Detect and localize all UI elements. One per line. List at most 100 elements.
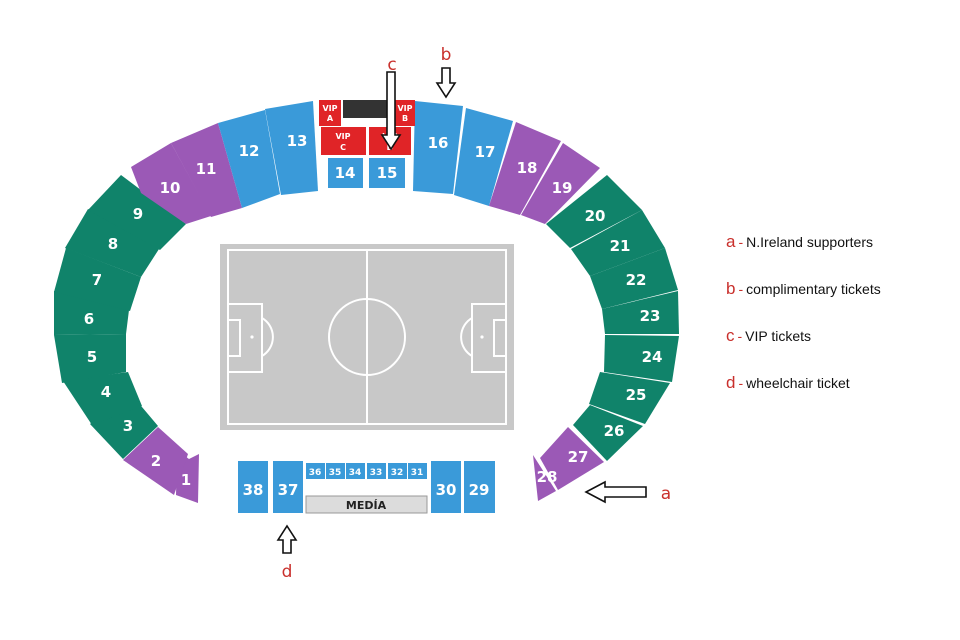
legend-item-d: d-wheelchair ticket: [726, 373, 946, 420]
legend-key: d: [726, 373, 736, 392]
section-30[interactable]: [431, 461, 461, 513]
section-27[interactable]: [540, 427, 604, 490]
section-29-label: 29: [469, 481, 490, 499]
section-31-label: 31: [411, 468, 424, 478]
section-13-label: 13: [287, 132, 308, 150]
vip-a-box[interactable]: [319, 100, 341, 126]
section-14-label: 14: [335, 164, 356, 182]
section-11[interactable]: [171, 123, 242, 217]
section-13[interactable]: [265, 101, 318, 195]
legend-text: VIP tickets: [745, 328, 812, 344]
media-area: MEDÍA: [305, 495, 428, 514]
section-6-label: 6: [84, 310, 94, 328]
section-6[interactable]: [54, 291, 129, 335]
legend-separator: -: [738, 281, 744, 297]
section-9[interactable]: [88, 175, 186, 250]
section-15-label: 15: [377, 164, 398, 182]
section-28-label: 28: [537, 468, 558, 486]
section-22-label: 22: [626, 271, 647, 289]
section-25[interactable]: [589, 372, 670, 424]
section-21[interactable]: [571, 210, 665, 276]
section-2-label: 2: [151, 452, 161, 470]
section-20-label: 20: [585, 207, 606, 225]
section-17[interactable]: [454, 108, 513, 206]
section-7-label: 7: [92, 271, 102, 289]
section-12[interactable]: [218, 110, 280, 208]
section-4[interactable]: [63, 372, 142, 425]
section-16[interactable]: [413, 101, 463, 194]
vip-a-line2: A: [327, 114, 334, 123]
arrow-up-icon-d: [276, 524, 298, 554]
legend-text: N.Ireland supporters: [746, 234, 873, 250]
section-19-label: 19: [552, 179, 573, 197]
section-21-label: 21: [610, 237, 631, 255]
section-34[interactable]: [346, 463, 365, 479]
section-22[interactable]: [590, 248, 678, 309]
section-38[interactable]: [238, 461, 268, 513]
legend-separator: -: [737, 328, 743, 344]
section-7[interactable]: [54, 248, 141, 311]
vip-b-line1: VIP: [397, 104, 412, 113]
section-5[interactable]: [54, 334, 126, 383]
legend-key: b: [726, 279, 736, 298]
section-10[interactable]: [131, 143, 211, 224]
arrow-left-icon-a: [584, 480, 647, 504]
section-38-label: 38: [243, 481, 264, 499]
section-37-label: 37: [278, 481, 299, 499]
section-14[interactable]: [328, 158, 363, 188]
section-8[interactable]: [65, 209, 159, 277]
section-3-label: 3: [123, 417, 133, 435]
legend-text: wheelchair ticket: [746, 375, 850, 391]
arrow-down-icon-c: [380, 71, 402, 151]
section-32[interactable]: [388, 463, 407, 479]
legend-item-c: c-VIP tickets: [726, 326, 946, 373]
section-36-label: 36: [309, 468, 322, 478]
marker-b: b: [441, 45, 452, 65]
section-24[interactable]: [604, 335, 679, 382]
section-23-label: 23: [640, 307, 661, 325]
section-1-label: 1: [181, 471, 191, 489]
vip-c-line1: VIP: [335, 132, 350, 141]
section-2[interactable]: [123, 427, 188, 495]
vip-c-box[interactable]: [321, 127, 366, 155]
legend-item-b: b-complimentary tickets: [726, 279, 946, 326]
section-9-label: 9: [133, 205, 143, 223]
section-36[interactable]: [306, 463, 325, 479]
section-20[interactable]: [546, 175, 642, 248]
section-31[interactable]: [408, 463, 427, 479]
section-25-label: 25: [626, 386, 647, 404]
dark-box: [343, 100, 391, 118]
section-27-label: 27: [568, 448, 589, 466]
section-4-label: 4: [101, 383, 111, 401]
vip-b-box[interactable]: [395, 100, 415, 126]
legend-text: complimentary tickets: [746, 281, 881, 297]
section-35-label: 35: [329, 468, 342, 478]
legend-separator: -: [738, 375, 744, 391]
section-3[interactable]: [90, 394, 158, 459]
section-34-label: 34: [349, 468, 362, 478]
legend: a-N.Ireland supporters b-complimentary t…: [726, 232, 946, 420]
section-15[interactable]: [369, 158, 405, 188]
marker-d: d: [282, 562, 293, 582]
section-11-label: 11: [196, 160, 217, 178]
section-37[interactable]: [273, 461, 303, 513]
pitch: [220, 244, 514, 430]
section-33[interactable]: [367, 463, 386, 479]
section-18[interactable]: [489, 122, 561, 215]
section-16-label: 16: [428, 134, 449, 152]
legend-key: c: [726, 326, 735, 345]
section-33-label: 33: [370, 468, 383, 478]
section-26[interactable]: [573, 405, 643, 461]
section-26-label: 26: [604, 422, 625, 440]
section-23[interactable]: [602, 291, 679, 334]
section-29[interactable]: [464, 461, 495, 513]
section-24-label: 24: [642, 348, 663, 366]
section-28[interactable]: [533, 455, 556, 501]
section-32-label: 32: [391, 468, 404, 478]
section-19[interactable]: [521, 143, 600, 224]
section-5-label: 5: [87, 348, 97, 366]
section-35[interactable]: [326, 463, 345, 479]
arrow-down-icon-b: [435, 67, 457, 99]
section-30-label: 30: [436, 481, 457, 499]
